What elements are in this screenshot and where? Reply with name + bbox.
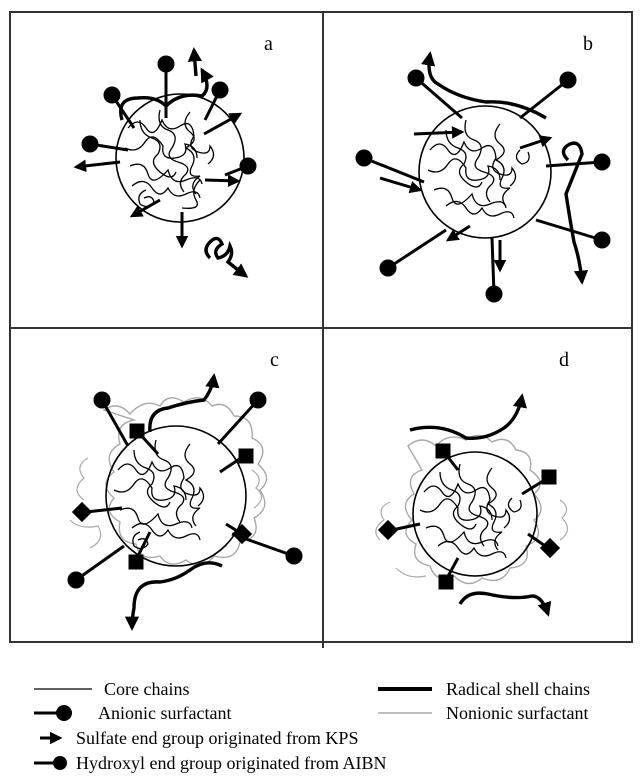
hydroxyl-end-group-head-icon: [53, 756, 67, 770]
core-chains: [114, 440, 204, 549]
panel-grid: [10, 12, 632, 648]
legend-radical-shell-chains: Radical shell chains: [378, 679, 590, 699]
panel-c-label: c: [270, 349, 279, 371]
legend: Core chains Radical shell chains Anionic…: [34, 679, 590, 773]
legend-hydroxyl-end-group: Hydroxyl end group originated from AIBN: [34, 753, 386, 773]
particle-core: [116, 94, 244, 222]
panel-b: b: [357, 33, 609, 301]
anionic-surfactants: [69, 393, 301, 587]
legend-nonionic-surfactant: Nonionic surfactant: [378, 703, 588, 723]
legend-core-chains: Core chains: [34, 679, 189, 699]
legend-sulfate-end-group: Sulfate end group originated from KPS: [40, 728, 358, 748]
panel-c: c: [69, 349, 301, 628]
legend-sulfate-end-group-label: Sulfate end group originated from KPS: [76, 728, 358, 748]
core-chains: [428, 120, 529, 218]
radical-shell-chains: [410, 396, 548, 614]
anionic-surfactant-head-icon: [56, 705, 72, 721]
panel-a: a: [76, 33, 273, 276]
legend-anionic-surfactant-label: Anionic surfactant: [98, 703, 231, 723]
legend-hydroxyl-end-group-label: Hydroxyl end group originated from AIBN: [76, 753, 386, 773]
nonionic-surfactant-halo: [376, 500, 568, 577]
radical-shell-chains: [132, 376, 222, 628]
panel-a-label: a: [264, 33, 273, 55]
hydroxyl-end-groups: [380, 445, 558, 588]
legend-radical-shell-chains-label: Radical shell chains: [446, 679, 590, 699]
panel-d: d: [376, 349, 569, 614]
panel-d-label: d: [559, 349, 569, 371]
legend-core-chains-label: Core chains: [104, 679, 189, 699]
core-chains: [420, 464, 521, 558]
sulfate-end-groups: [76, 114, 240, 246]
core-chains: [125, 110, 214, 208]
nonionic-surfactant-halo: [405, 435, 541, 583]
particle-core: [413, 452, 537, 576]
particle-core: [106, 426, 246, 566]
panel-b-label: b: [583, 33, 593, 55]
legend-anionic-surfactant: Anionic surfactant: [34, 703, 231, 723]
legend-nonionic-surfactant-label: Nonionic surfactant: [446, 703, 588, 723]
